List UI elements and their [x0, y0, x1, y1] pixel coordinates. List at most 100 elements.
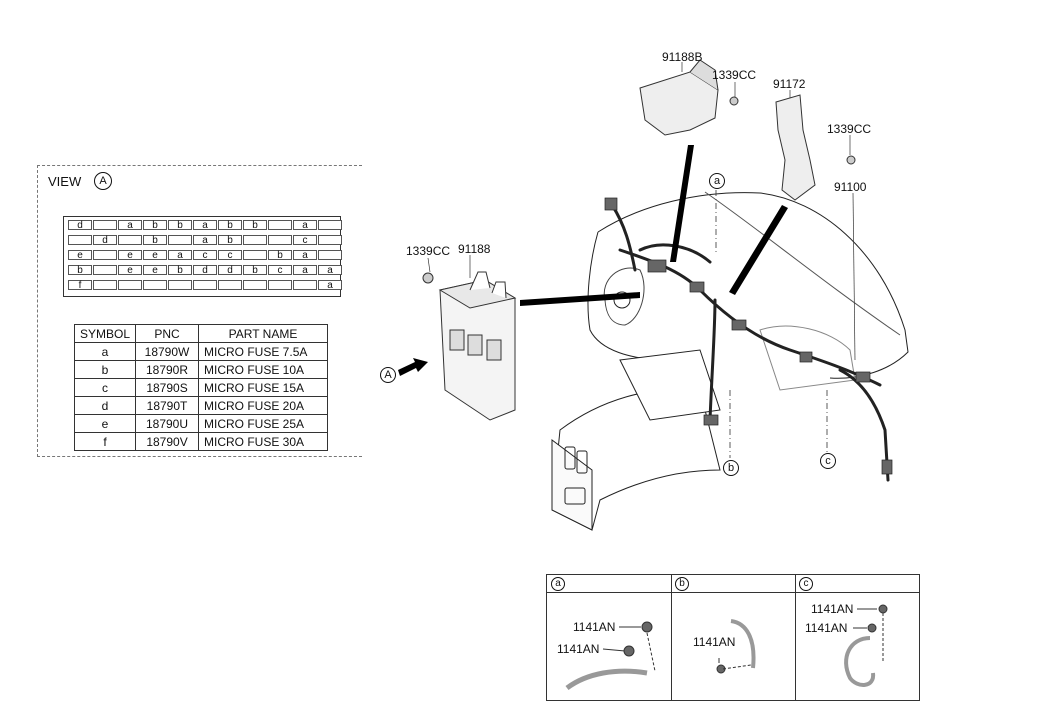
- fuse-slot: b: [218, 235, 242, 246]
- harness-branch-drop: [708, 298, 717, 422]
- fuse-slot: c: [218, 250, 242, 261]
- nut-1339cc-top: [729, 96, 739, 106]
- dashed-guide-b: [722, 664, 752, 670]
- detail-b: b 1141AN: [671, 575, 796, 700]
- fuse-slot: a: [318, 265, 342, 276]
- fuse-slot: b: [268, 250, 292, 261]
- harness-segment-b: [730, 619, 756, 669]
- fuse-slot: e: [118, 250, 142, 261]
- part-label-91172: 91172: [773, 77, 806, 91]
- detail-b-drawing: [716, 619, 756, 674]
- fuse-slot: [93, 250, 117, 260]
- legend-part-name: MICRO FUSE 25A: [198, 414, 329, 433]
- fuse-slot: a: [168, 250, 192, 261]
- dashed-guide-a: [646, 632, 656, 672]
- fuse-slot: a: [293, 265, 317, 276]
- fuse-slot: [168, 280, 192, 290]
- nut-1339cc-right: [846, 155, 856, 165]
- glovebox-outline: [759, 325, 856, 391]
- harness-connector: [703, 414, 719, 426]
- fuse-slot: a: [193, 220, 217, 231]
- fuse-slot: b: [168, 220, 192, 231]
- fuse-legend-table: SYMBOL PNC PART NAME a 18790W MICRO FUSE…: [73, 324, 329, 451]
- view-marker: A: [94, 172, 112, 190]
- detail-b-marker: b: [675, 577, 689, 591]
- fuse-slot: [118, 235, 142, 245]
- harness-branch-left: [610, 203, 637, 272]
- fuse-slot: b: [68, 265, 92, 276]
- detail-a-drawing: [565, 621, 656, 691]
- leader-wedge-91188: [520, 292, 640, 306]
- fuse-slot: a: [318, 280, 342, 291]
- harness-connector: [731, 319, 747, 331]
- callout-a: a: [709, 173, 725, 189]
- fuse-slot: [268, 280, 292, 290]
- harness-branch-right: [838, 368, 890, 482]
- legend-header-pnc: PNC: [135, 324, 200, 343]
- harness-connector: [604, 197, 618, 211]
- view-a-arrow-marker: A: [380, 367, 396, 383]
- legend-part-name: MICRO FUSE 10A: [198, 360, 329, 379]
- fuse-slot: b: [168, 265, 192, 276]
- fuse-slot: f: [68, 280, 92, 291]
- leader-a2: [602, 648, 626, 652]
- dashboard-outline: [597, 192, 909, 379]
- leader-wedge-91172: [729, 205, 788, 295]
- callout-c: c: [820, 453, 836, 469]
- fuse-slot: b: [218, 220, 242, 231]
- legend-symbol: a: [73, 342, 137, 361]
- detail-c-label-2: 1141AN: [805, 621, 848, 635]
- detail-c-marker: c: [799, 577, 813, 591]
- part-label-1339cc-right: 1339CC: [827, 122, 872, 136]
- detail-panel: a 1141AN 1141AN b 1141AN: [546, 574, 920, 701]
- legend-pnc: 18790T: [135, 396, 200, 415]
- callout-b: b: [723, 460, 739, 476]
- legend-part-name: MICRO FUSE 15A: [198, 378, 329, 397]
- steering-wheel: [603, 267, 645, 326]
- fuse-slot: [118, 280, 142, 290]
- legend-pnc: 18790V: [135, 432, 200, 451]
- fuse-slot: b: [143, 220, 167, 231]
- console-side: [551, 439, 593, 531]
- fuse-slot: [93, 220, 117, 230]
- view-title: VIEW: [48, 174, 82, 189]
- bolt-icon: [623, 645, 635, 657]
- view-a-frame: [37, 165, 362, 457]
- harness-segment-a: [565, 668, 648, 691]
- fuse-slot: b: [143, 235, 167, 246]
- nut-1339cc-left: [422, 272, 434, 284]
- detail-b-label-1: 1141AN: [693, 635, 736, 649]
- bolt-icon: [878, 604, 888, 614]
- duct-91172: [775, 94, 816, 201]
- harness-connector: [799, 351, 813, 363]
- fuse-slot: e: [143, 250, 167, 261]
- fuse-slot: [68, 235, 92, 245]
- fuse-slot: [243, 235, 267, 245]
- table-row: e 18790U MICRO FUSE 25A: [73, 414, 329, 433]
- fuse-slot: [143, 280, 167, 290]
- fuse-slot: a: [118, 220, 142, 231]
- detail-c-drawing: [844, 604, 888, 687]
- console-vent-left: [564, 446, 576, 470]
- detail-a-header: a: [547, 575, 671, 593]
- leader-wedge-91188b: [670, 145, 694, 262]
- fuse-slot: b: [243, 220, 267, 231]
- junction-box-socket: [449, 329, 465, 351]
- detail-a-marker: a: [551, 577, 565, 591]
- fuse-slot: [318, 235, 342, 245]
- table-row: f 18790V MICRO FUSE 30A: [73, 432, 329, 451]
- fuse-slot: [293, 280, 317, 290]
- fuse-slot: [243, 250, 267, 260]
- detail-c-header: c: [795, 575, 919, 593]
- part-label-1339cc-top: 1339CC: [712, 68, 757, 82]
- legend-part-name: MICRO FUSE 30A: [198, 432, 329, 451]
- detail-b-header: b: [671, 575, 795, 593]
- fuse-slot: [318, 250, 342, 260]
- console-vent-right: [576, 450, 588, 474]
- fuse-slot: [268, 235, 292, 245]
- bolt-icon: [641, 621, 653, 633]
- fuse-slot: [193, 280, 217, 290]
- detail-a-label-1: 1141AN: [573, 620, 616, 634]
